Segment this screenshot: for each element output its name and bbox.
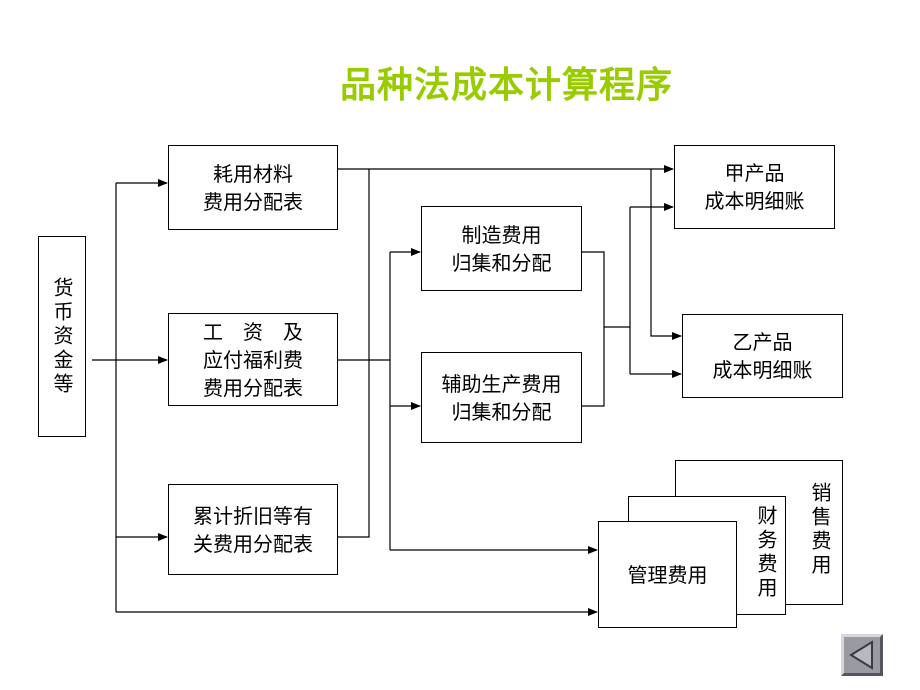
materials-to-product-b-line [650,169,682,340]
materials-to-trunk-line [338,169,370,538]
depreciation-label: 累计折旧等有 关费用分配表 [193,503,313,556]
diagram-title: 品种法成本计算程序 [340,65,674,106]
materials-label: 耗用材料 费用分配表 [203,161,303,214]
product-a-label: 甲产品 成本明细账 [704,161,805,213]
wages-label: 工 资 及 应付福利费 费用分配表 [203,319,303,400]
wages-box: 工 资 及 应付福利费 费用分配表 [168,313,338,406]
product-b-box: 乙产品 成本明细账 [682,314,843,398]
mfg-overhead-out-line [582,251,605,327]
admin-expense-box: 管理费用 [598,521,737,628]
aux-production-out-line [582,327,605,407]
previous-slide-button[interactable] [841,634,883,676]
product-a-box: 甲产品 成本明细账 [674,145,835,229]
aux-production-box: 辅助生产费用 归集和分配 [421,352,582,443]
product-b-label: 乙产品 成本明细账 [712,330,813,382]
selling-expense-label: 销售费用 [808,482,832,578]
mfg-overhead-label: 制造费用 归集和分配 [451,222,552,275]
financial-expense-label: 财务费用 [754,505,778,601]
mfg-overhead-box: 制造费用 归集和分配 [421,206,582,291]
previous-slide-icon [849,640,873,670]
money-label: 货币资金等 [50,276,74,397]
money-box: 货币资金等 [38,236,86,437]
aux-production-label: 辅助生产费用 归集和分配 [441,371,562,424]
materials-box: 耗用材料 费用分配表 [168,145,338,230]
admin-expense-label: 管理费用 [627,562,708,587]
depreciation-box: 累计折旧等有 关费用分配表 [168,484,338,575]
